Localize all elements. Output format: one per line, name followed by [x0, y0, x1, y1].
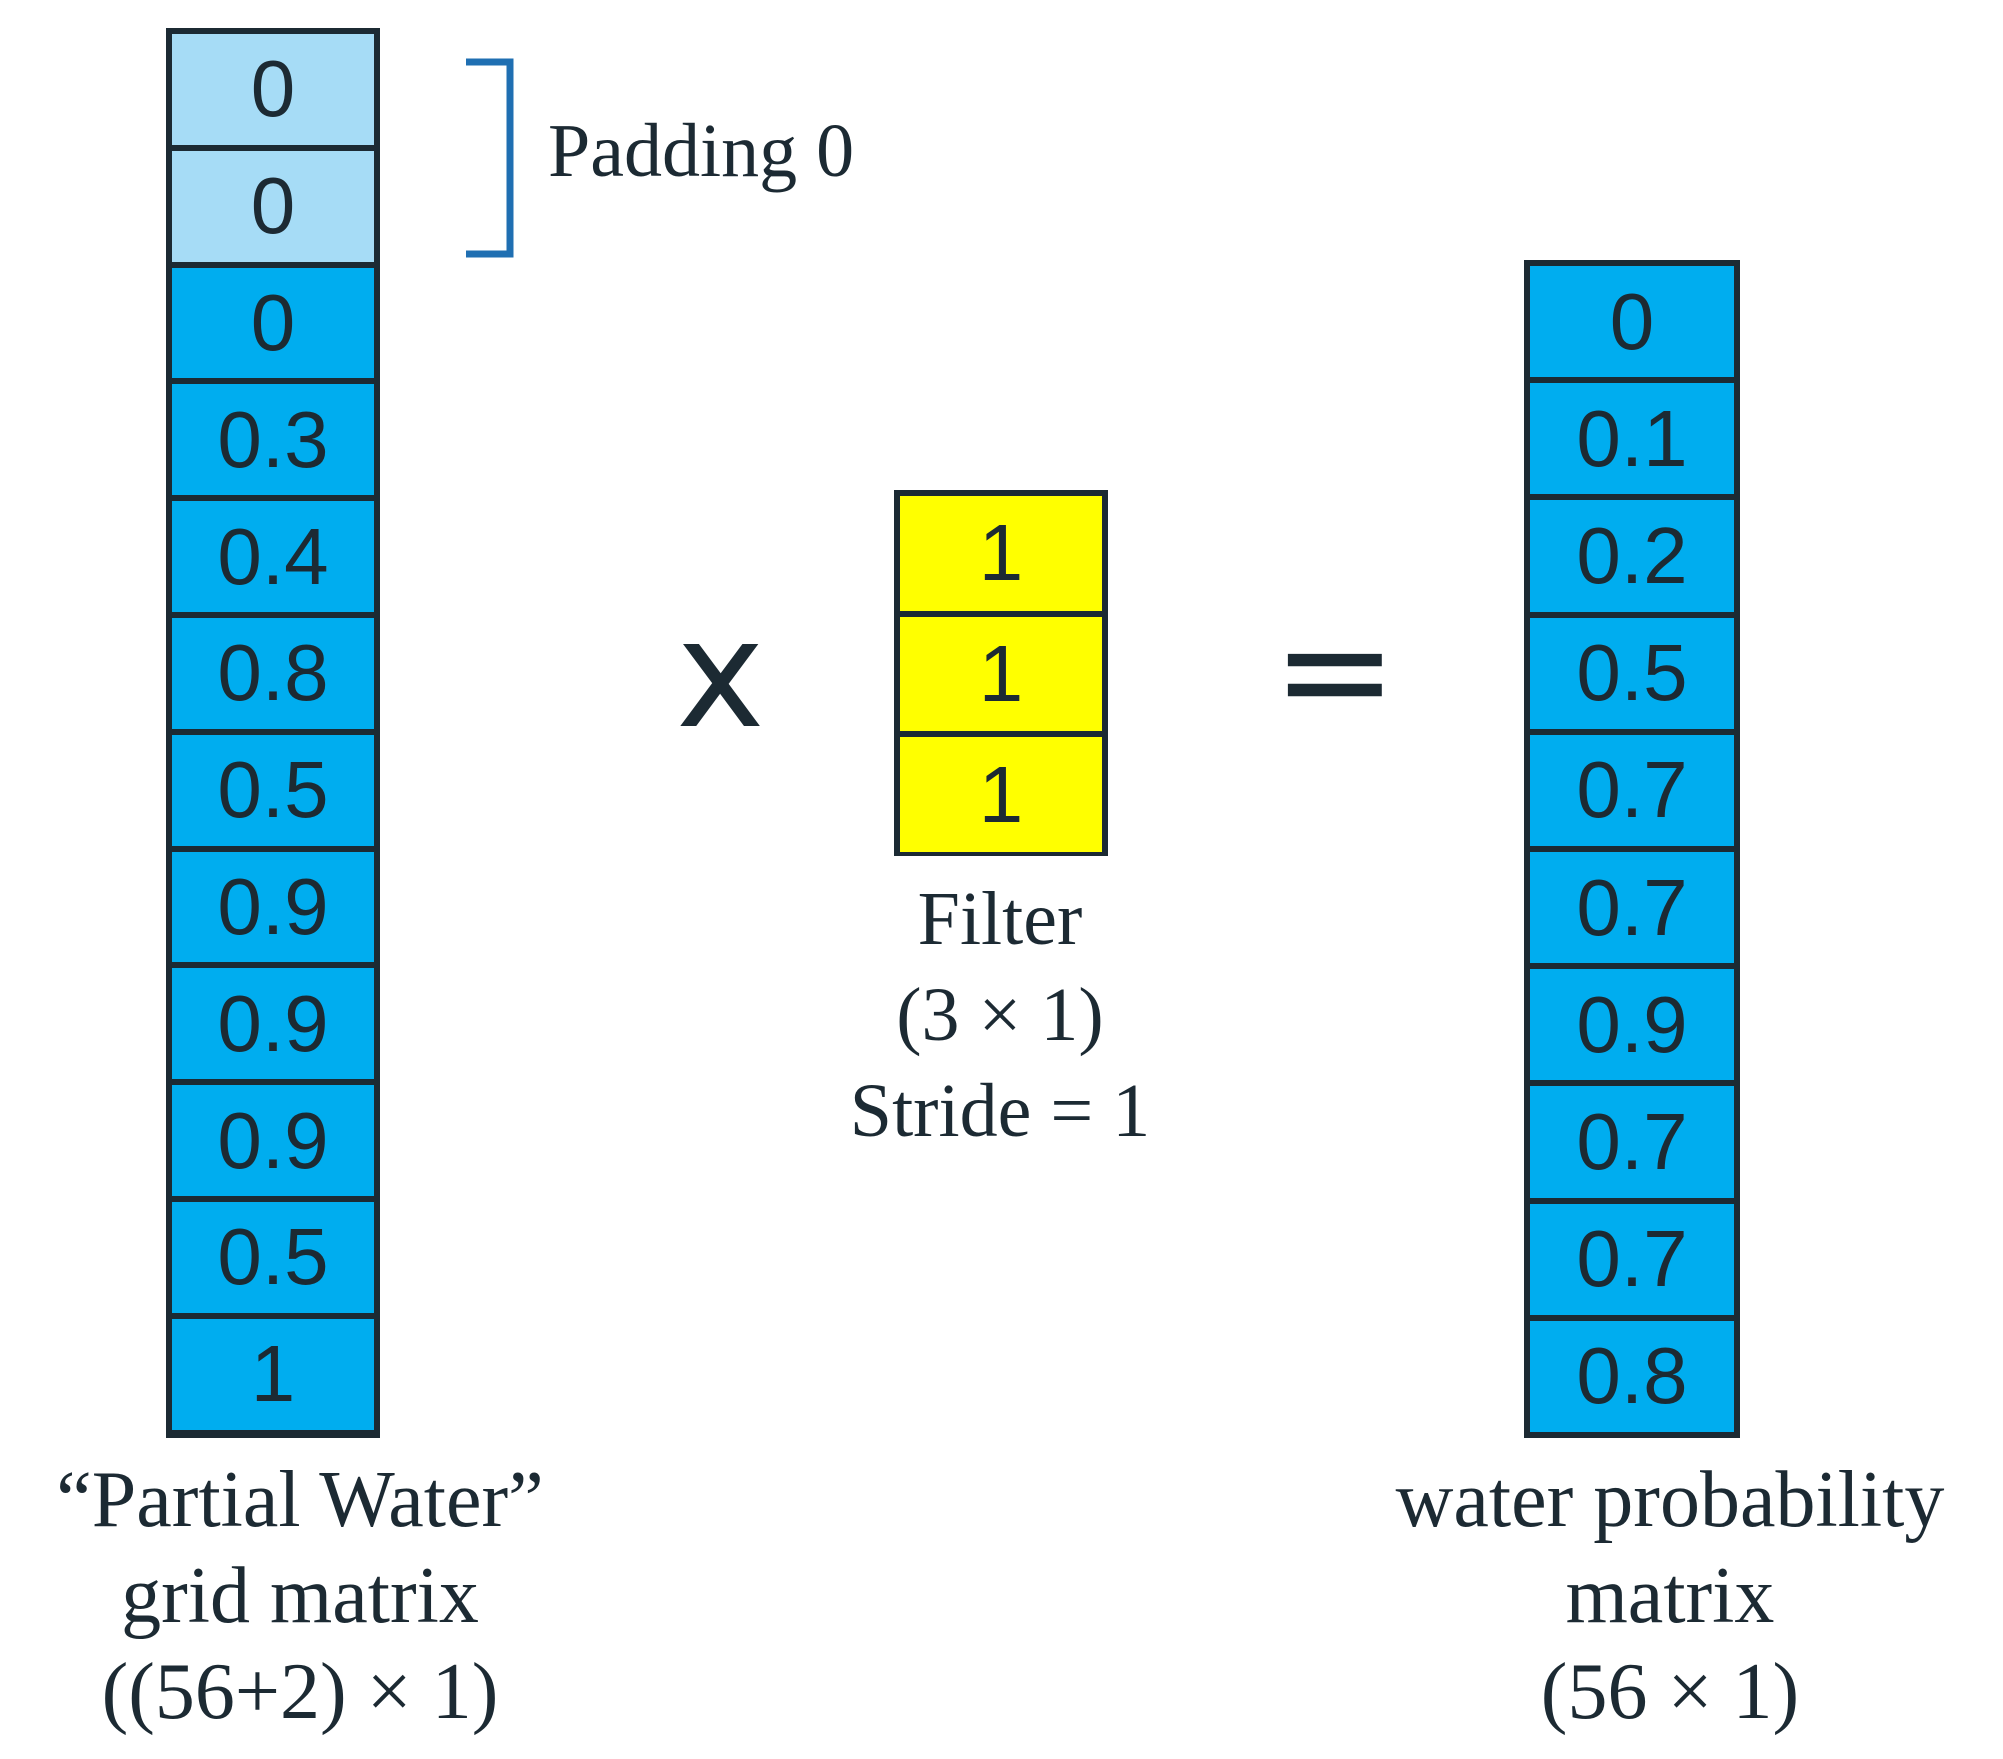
- multiply-sign: x: [676, 588, 765, 762]
- grid-cell: 0.9: [172, 1085, 374, 1196]
- output-caption-line1: water probability: [1395, 1456, 1945, 1544]
- padding-bracket: [466, 58, 514, 258]
- filter-cell: 1: [900, 616, 1102, 732]
- output-caption-line3: (56 × 1): [1540, 1648, 1800, 1736]
- output-cell: 0.7: [1530, 734, 1734, 846]
- output-cell: 0.7: [1530, 1086, 1734, 1198]
- filter-cell: 1: [900, 496, 1102, 611]
- equals-sign: =: [1272, 584, 1398, 758]
- grid-cell: 1: [172, 1318, 374, 1430]
- input-caption-line2: grid matrix: [121, 1552, 479, 1640]
- grid-cell: 0.9: [172, 968, 374, 1080]
- output-cell: 0.5: [1530, 617, 1734, 729]
- grid-cell: 0.5: [172, 734, 374, 846]
- padding-cell: 0: [172, 150, 374, 262]
- grid-cell: 0.9: [172, 851, 374, 963]
- output-cell: 0.1: [1530, 383, 1734, 495]
- padding-cell: 0: [172, 34, 374, 145]
- output-cell: 0.7: [1530, 1203, 1734, 1315]
- output-caption-line2: matrix: [1565, 1552, 1775, 1640]
- filter-stride: Stride = 1: [849, 1069, 1151, 1153]
- output-cell: 0.2: [1530, 500, 1734, 612]
- filter-cell: 1: [900, 737, 1102, 853]
- output-cell: 0: [1530, 266, 1734, 378]
- grid-cell: 0.5: [172, 1202, 374, 1313]
- filter-label: Filter: [917, 877, 1083, 961]
- filter-size: (3 × 1): [896, 973, 1104, 1057]
- grid-cell: 0: [172, 267, 374, 379]
- output-cell: 0.9: [1530, 969, 1734, 1081]
- grid-cell: 0.4: [172, 501, 374, 612]
- input-caption-line1: “Partial Water”: [56, 1456, 544, 1544]
- grid-cell: 0.3: [172, 384, 374, 496]
- input-caption-line3: ((56+2) × 1): [101, 1648, 499, 1736]
- output-cell: 0.8: [1530, 1320, 1734, 1432]
- output-cell: 0.7: [1530, 852, 1734, 964]
- grid-cell: 0.8: [172, 618, 374, 729]
- padding-label: Padding 0: [548, 109, 855, 193]
